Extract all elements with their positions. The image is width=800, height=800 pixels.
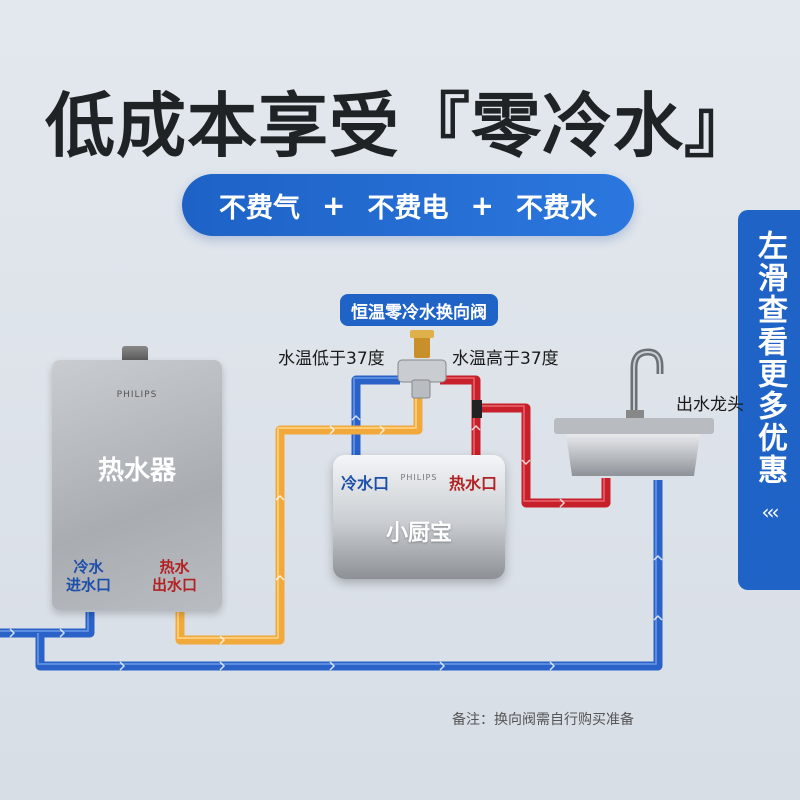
hot-water-pipe <box>440 375 611 508</box>
kitchen-unit-name: 小厨宝 <box>385 521 452 546</box>
faucet-label: 出水龙头 <box>676 395 744 415</box>
benefit-no-gas: 不费气 <box>219 192 301 224</box>
benefits-banner: 不费气 + 不费电 + 不费水 <box>182 174 634 236</box>
heater-name: 热水器 <box>97 456 176 486</box>
flow-arrows <box>9 414 663 671</box>
footnote: 备注：换向阀需自行购买准备 <box>452 712 634 728</box>
heater-hot-outlet-label: 热水出水口 <box>152 558 198 594</box>
kitchen-water-heater: 冷水口 PHILIPS 热水口 小厨宝 <box>333 455 505 579</box>
heater-brand: PHILIPS <box>116 390 158 400</box>
high-temp-label: 水温高于37度 <box>452 349 559 369</box>
kitchen-hot-port-label: 热水口 <box>448 474 497 493</box>
warm-water-pipe <box>175 395 423 645</box>
benefit-no-power: 不费电 <box>367 192 449 224</box>
heater-flue <box>122 346 148 362</box>
swipe-more-offers-tab[interactable]: 左滑查看更多优惠 ‹‹‹ <box>738 210 800 590</box>
sink <box>554 348 714 476</box>
plus-sign: + <box>322 188 346 222</box>
page-title: 低成本享受『零冷水』 <box>45 85 755 167</box>
water-heater: PHILIPS 热水器 冷水进水口 热水出水口 <box>52 360 222 610</box>
heater-cold-inlet-label: 冷水进水口 <box>66 558 112 594</box>
kitchen-cold-port-label: 冷水口 <box>341 474 390 493</box>
swipe-tab-text: 左滑查看更多优惠 <box>752 230 787 486</box>
low-temp-label: 水温低于37度 <box>278 349 385 369</box>
kitchen-brand: PHILIPS <box>400 473 438 482</box>
valve-label: 恒温零冷水换向阀 <box>340 294 498 326</box>
benefit-no-water: 不费水 <box>515 192 597 224</box>
plus-sign: + <box>470 188 494 222</box>
thermostatic-valve <box>397 330 447 399</box>
chevron-left-icon: ‹‹‹ <box>761 500 780 524</box>
